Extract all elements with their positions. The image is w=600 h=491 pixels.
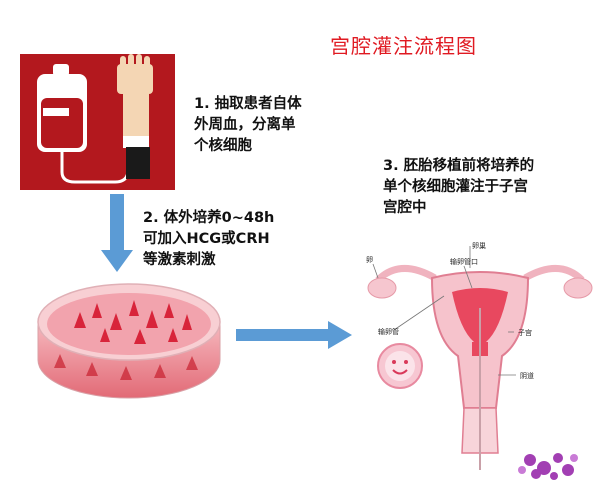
right-arrow-icon (236, 321, 352, 349)
step-1-line: 外周血，分离单 (194, 117, 296, 133)
step-3-line: 单个核细胞灌注于子宫 (383, 179, 528, 195)
diagram-title: 宫腔灌注流程图 (330, 34, 477, 58)
embryo-icon (377, 343, 423, 389)
blood-bag-icon (37, 64, 130, 184)
label-fallopian-tube: 输卵管 (378, 327, 399, 336)
label-uterus: 子宫 (518, 328, 532, 337)
step-2-line: 2. 体外培养0~48h (143, 210, 275, 226)
blood-draw-panel (20, 54, 175, 190)
step-2-text: 2. 体外培养0~48h 可加入HCG或CRH 等激素刺激 (143, 208, 274, 271)
step-3-line: 宫腔中 (383, 200, 427, 216)
step-1-line: 个核细胞 (194, 138, 252, 154)
step-1-text: 1. 抽取患者自体 外周血，分离单 个核细胞 (194, 94, 302, 157)
step-3-line: 3. 胚胎移植前将培养的 (383, 158, 535, 174)
down-arrow-icon (101, 194, 133, 272)
label-ovary: 卵巢 (472, 241, 486, 250)
label-tube-opening: 输卵管口 (450, 257, 478, 266)
uterus-diagram: 卵巢 输卵管口 卵 输卵管 子宫 阴道 (366, 241, 593, 480)
step-3-text: 3. 胚胎移植前将培养的 单个核细胞灌注于子宫 宫腔中 (383, 156, 534, 219)
arm-icon (117, 54, 153, 179)
step-2-line: 可加入HCG或CRH (143, 231, 270, 247)
label-follicle: 卵 (366, 255, 373, 264)
label-vagina: 阴道 (520, 371, 534, 380)
cells-icon (518, 453, 578, 480)
step-2-line: 等激素刺激 (143, 252, 216, 268)
petri-dish-icon (37, 283, 221, 399)
step-1-line: 1. 抽取患者自体 (194, 96, 302, 112)
